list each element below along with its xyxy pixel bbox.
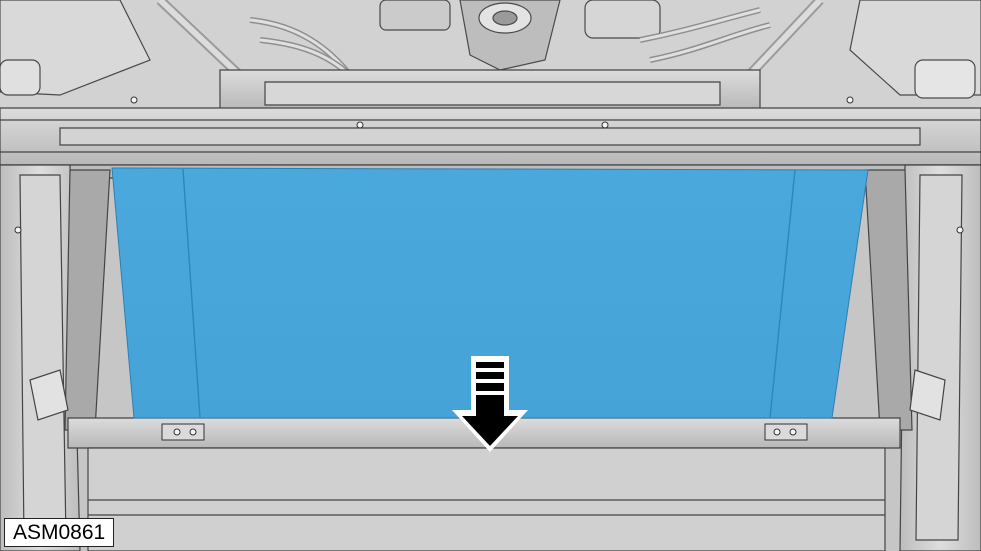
engine-bay [0, 0, 981, 110]
figure-reference-code: ASM0861 [4, 518, 115, 547]
side-rails [0, 164, 981, 551]
arrow-down-icon [452, 356, 528, 452]
underbody-shield-highlight [111, 167, 869, 419]
upper-crossmember [0, 69, 981, 179]
fasteners [14, 96, 964, 441]
